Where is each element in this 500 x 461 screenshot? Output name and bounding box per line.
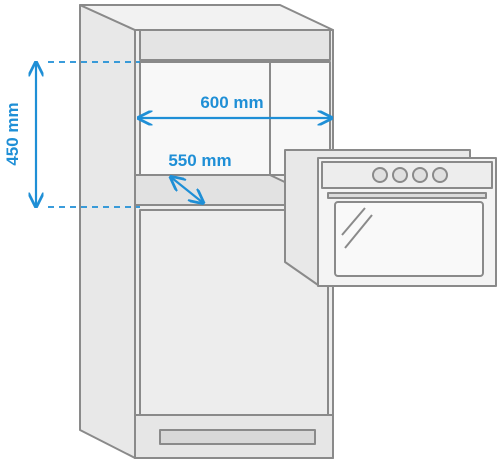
width-label: 600 mm — [200, 93, 263, 112]
window-glare-2 — [344, 214, 373, 249]
depth-dimension: 550 mm — [168, 151, 232, 202]
window-glare-1 — [341, 207, 366, 236]
oven-knob-4 — [432, 167, 448, 183]
height-label: 450 mm — [3, 102, 22, 165]
built-in-oven — [284, 149, 497, 287]
depth-label: 550 mm — [168, 151, 231, 170]
oven-door-window — [334, 201, 484, 277]
top-shelf — [139, 29, 331, 61]
plinth-vent — [159, 429, 316, 445]
oven-knob-3 — [412, 167, 428, 183]
depth-arrow — [172, 178, 202, 202]
cabinet — [79, 4, 334, 459]
oven-door-handle — [327, 192, 487, 199]
oven-knob-2 — [392, 167, 408, 183]
cabinet-side-panel — [79, 4, 136, 459]
oven-knob-1 — [372, 167, 388, 183]
height-dimension: 450 mm — [3, 62, 140, 207]
width-dimension: 600 mm — [140, 93, 330, 118]
oven-control-bar — [321, 161, 493, 189]
